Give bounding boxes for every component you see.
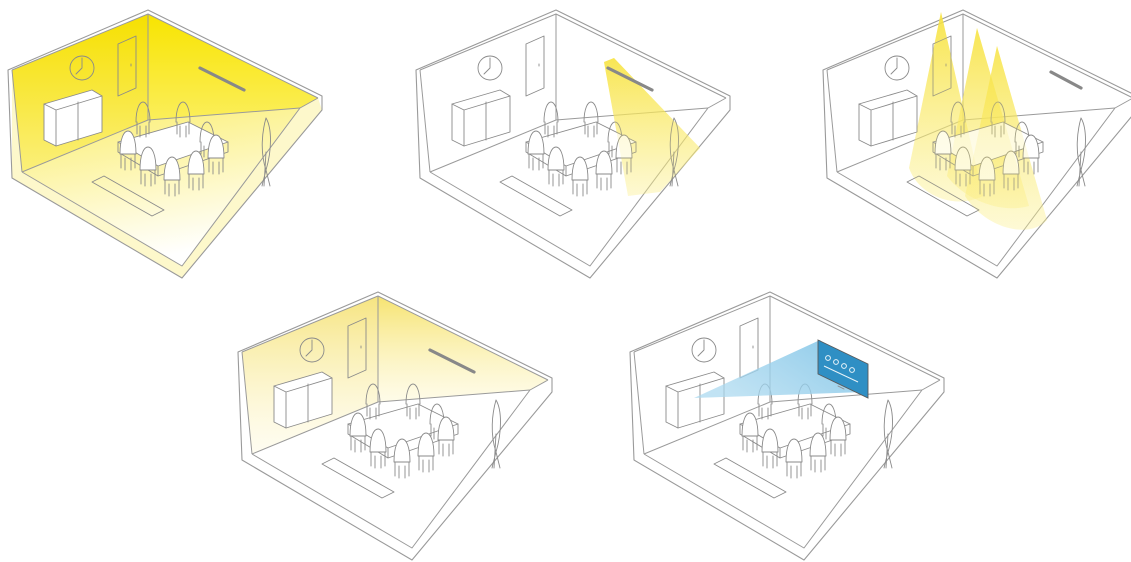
- display-projection-icon: [622, 282, 952, 562]
- room-ambient-lighting: [0, 0, 330, 280]
- single-spotlight-icon: [408, 0, 738, 280]
- triple-spotlight-icon: [815, 0, 1131, 280]
- room-fully-lit-icon: [0, 0, 330, 280]
- wall-wash-icon: [230, 282, 560, 562]
- room-projection: [622, 282, 952, 562]
- room-spotlight: [408, 0, 738, 280]
- room-wall-wash: [230, 282, 560, 562]
- room-accent-spotlights: [815, 0, 1131, 280]
